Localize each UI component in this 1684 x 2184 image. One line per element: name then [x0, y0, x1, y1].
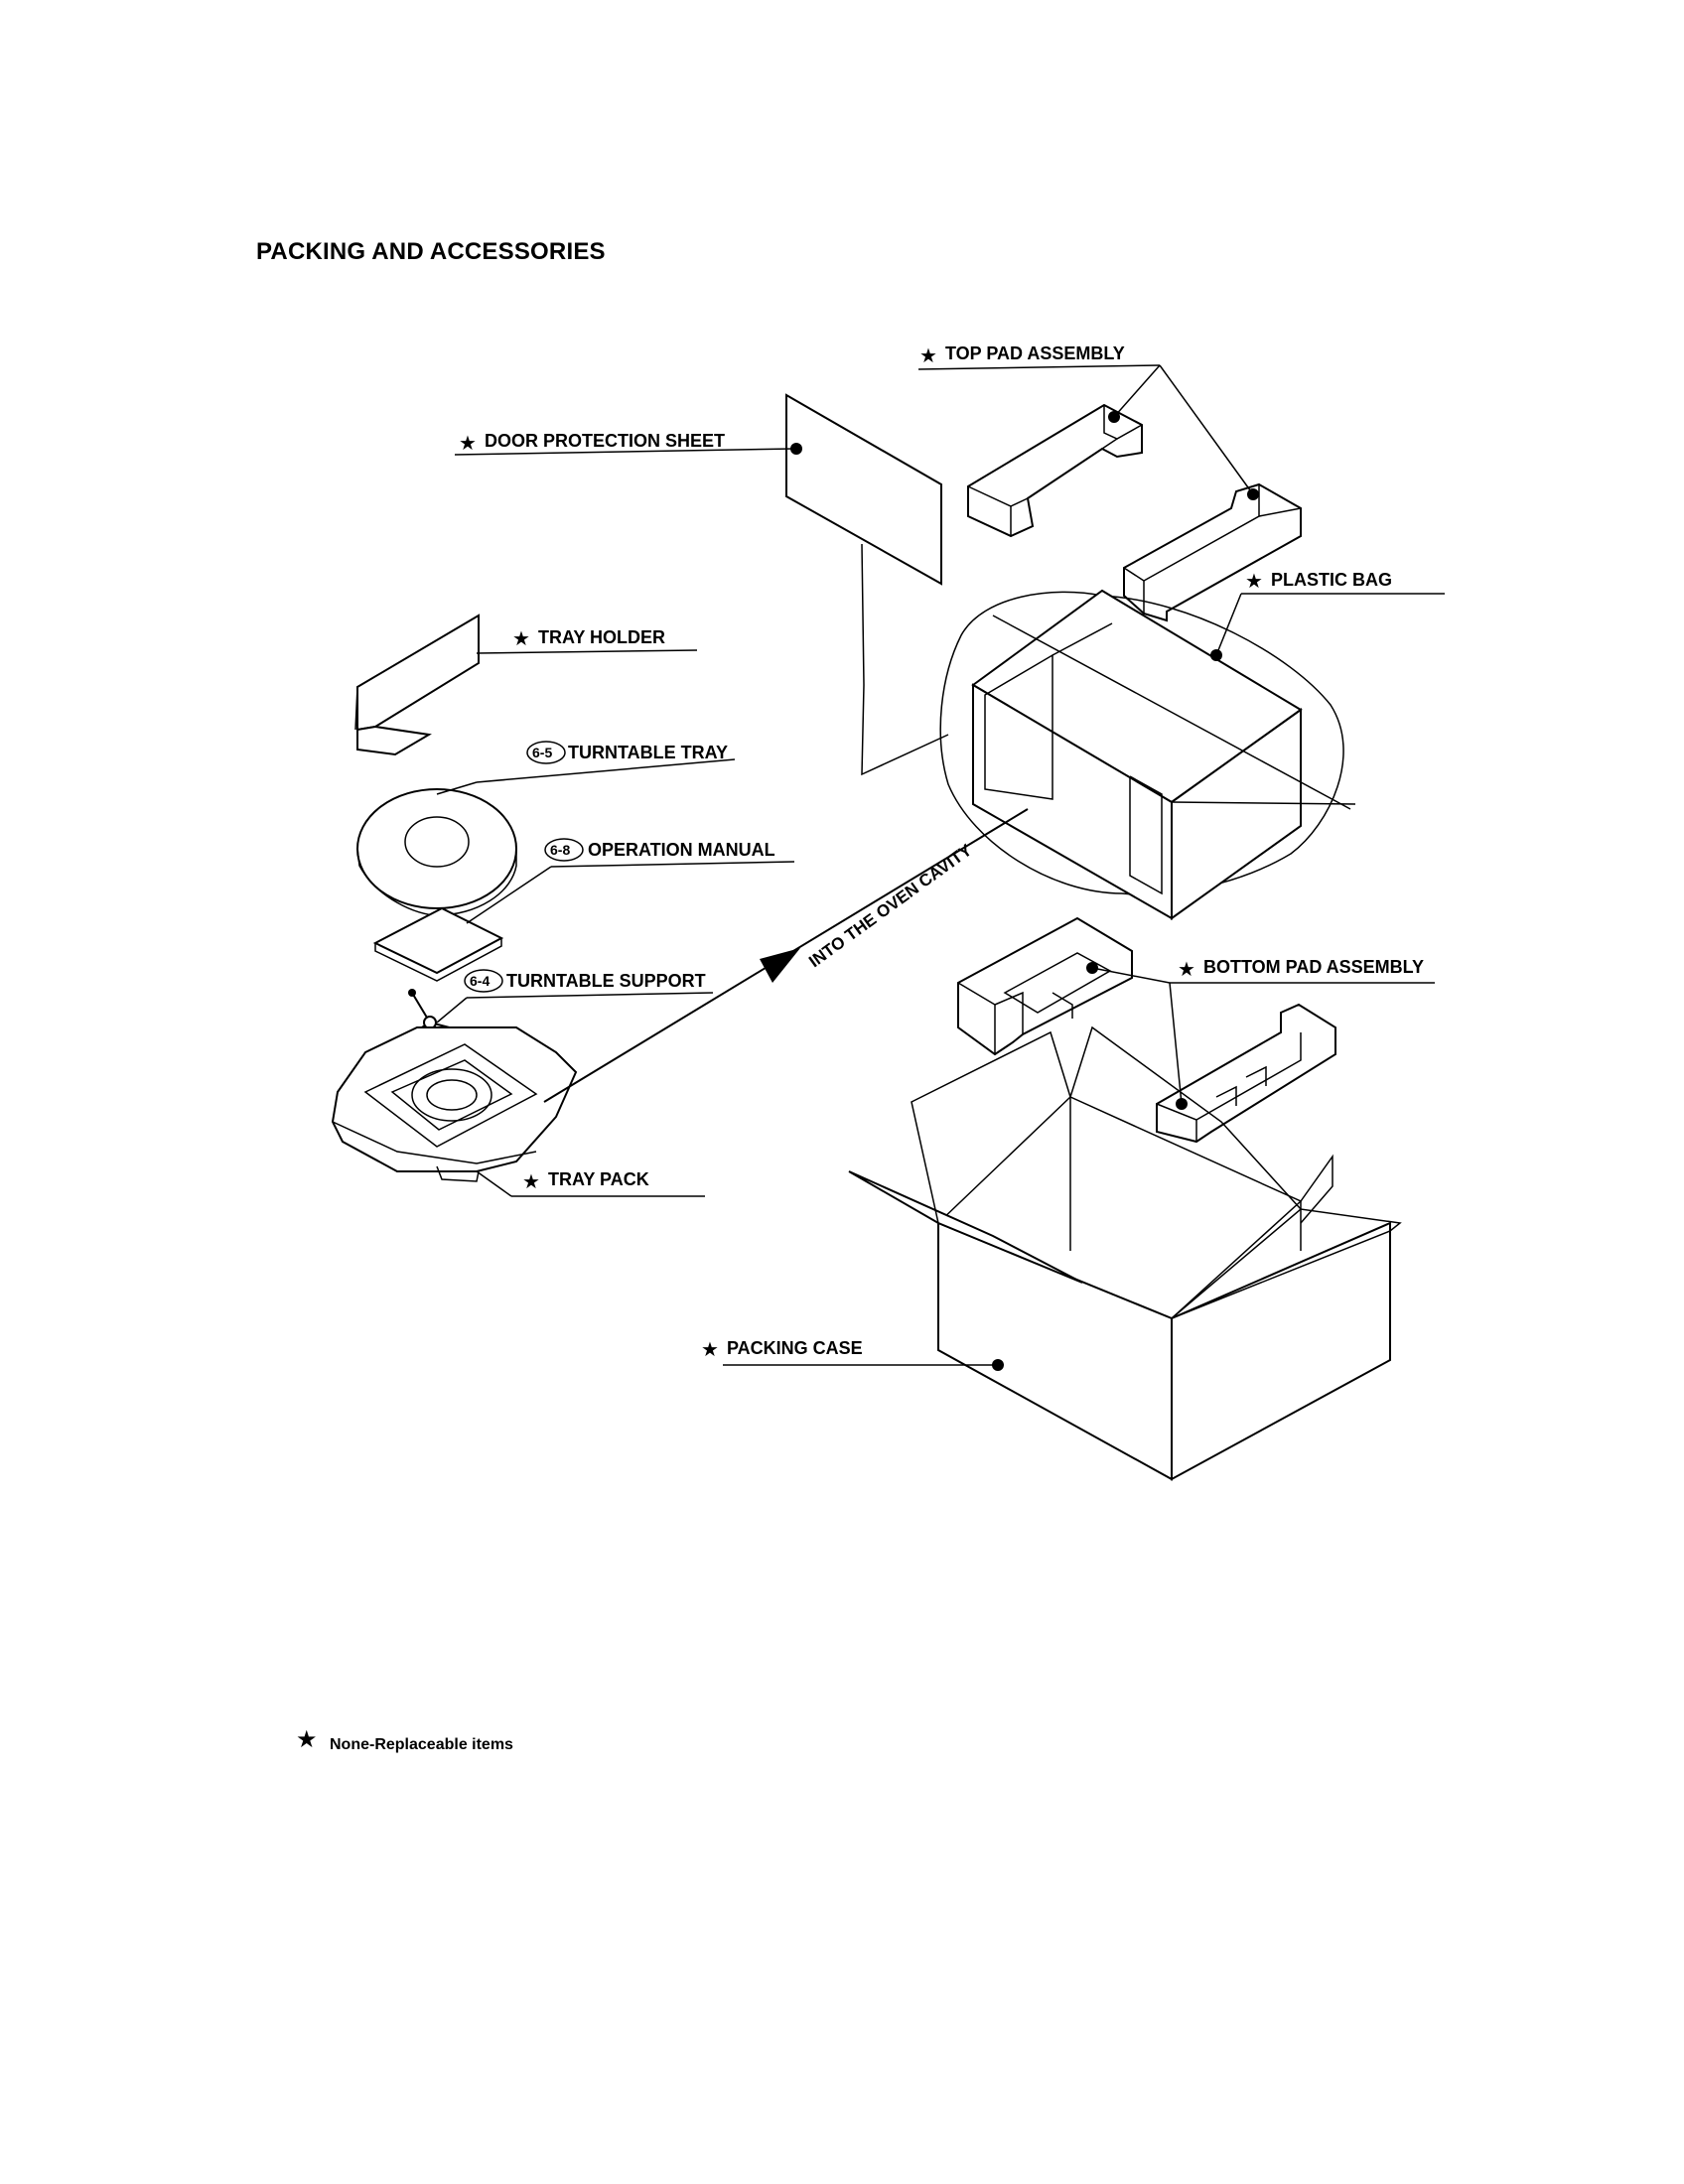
operation-manual [372, 906, 504, 982]
label-tray-holder-text: TRAY HOLDER [538, 627, 665, 647]
label-turntable-tray: 6-5 TURNTABLE TRAY [526, 741, 728, 764]
label-tray-pack: ★ TRAY PACK [522, 1169, 649, 1193]
bottom-pad-left [957, 916, 1133, 1056]
page-title: PACKING AND ACCESSORIES [256, 238, 606, 265]
legend-text: None-Replaceable items [330, 1736, 513, 1753]
star-icon: ★ [459, 431, 477, 455]
star-icon: ★ [1245, 569, 1263, 593]
part-number-badge [464, 969, 503, 993]
label-top-pad-text: TOP PAD ASSEMBLY [945, 343, 1125, 363]
star-icon: ★ [701, 1337, 719, 1361]
label-turntable-tray-text: TURNTABLE TRAY [568, 743, 728, 762]
star-icon: ★ [296, 1725, 318, 1753]
turntable-tray [356, 788, 517, 916]
top-pad-left [967, 403, 1143, 538]
star-icon: ★ [1178, 957, 1195, 981]
star-icon: ★ [919, 343, 937, 367]
label-operation-manual-text: OPERATION MANUAL [588, 840, 775, 860]
part-number-text: 6-4 [470, 973, 490, 989]
legend: ★ None-Replaceable items [296, 1725, 513, 1753]
label-turntable-support: 6-4 TURNTABLE SUPPORT [464, 969, 706, 993]
label-plastic-bag-text: PLASTIC BAG [1271, 570, 1392, 590]
label-bottom-pad: ★ BOTTOM PAD ASSEMBLY [1178, 957, 1424, 981]
label-door-sheet: ★ DOOR PROTECTION SHEET [459, 431, 725, 455]
tray-holder [354, 614, 480, 756]
top-pad-right [1123, 482, 1302, 622]
door-protection-sheet [785, 393, 942, 586]
arrow-head [760, 948, 800, 983]
packing-case [848, 1025, 1402, 1481]
label-packing-case-text: PACKING CASE [727, 1338, 863, 1358]
sheet-dashed-guide [861, 543, 949, 776]
label-operation-manual: 6-8 OPERATION MANUAL [544, 838, 775, 862]
label-top-pad: ★ TOP PAD ASSEMBLY [919, 343, 1125, 367]
part-number-badge [526, 741, 566, 764]
part-number-badge [544, 838, 584, 862]
label-turntable-support-text: TURNTABLE SUPPORT [506, 971, 706, 991]
label-tray-holder: ★ TRAY HOLDER [512, 626, 665, 650]
arrow-text: INTO THE OVEN CAVITY [805, 840, 976, 971]
label-plastic-bag: ★ PLASTIC BAG [1245, 569, 1392, 593]
label-door-sheet-text: DOOR PROTECTION SHEET [485, 431, 725, 451]
label-tray-pack-text: TRAY PACK [548, 1169, 649, 1189]
star-icon: ★ [512, 626, 530, 650]
part-number-text: 6-5 [532, 745, 552, 760]
bottom-pad-right [1156, 1003, 1336, 1144]
tray-pack [331, 1026, 578, 1182]
part-number-text: 6-8 [550, 842, 570, 858]
microwave-oven [971, 589, 1356, 920]
star-icon: ★ [522, 1169, 540, 1193]
label-bottom-pad-text: BOTTOM PAD ASSEMBLY [1203, 957, 1424, 977]
label-packing-case: ★ PACKING CASE [701, 1337, 863, 1361]
leader-lines [436, 364, 1445, 1371]
